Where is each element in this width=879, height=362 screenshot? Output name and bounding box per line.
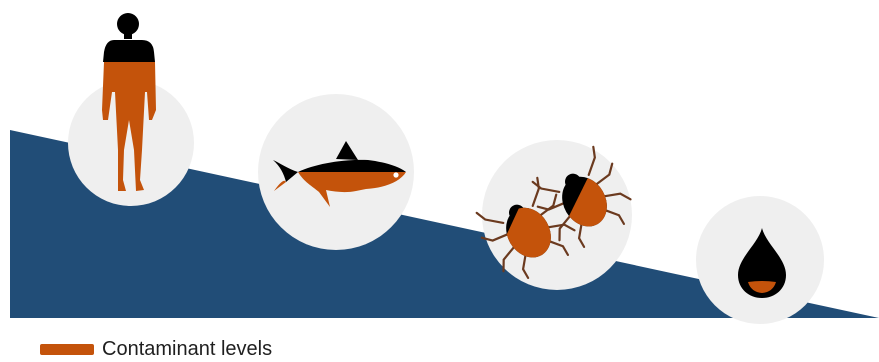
legend-swatch <box>40 344 94 355</box>
legend: Contaminant levels <box>40 336 272 362</box>
legend-label: Contaminant levels <box>102 338 272 360</box>
